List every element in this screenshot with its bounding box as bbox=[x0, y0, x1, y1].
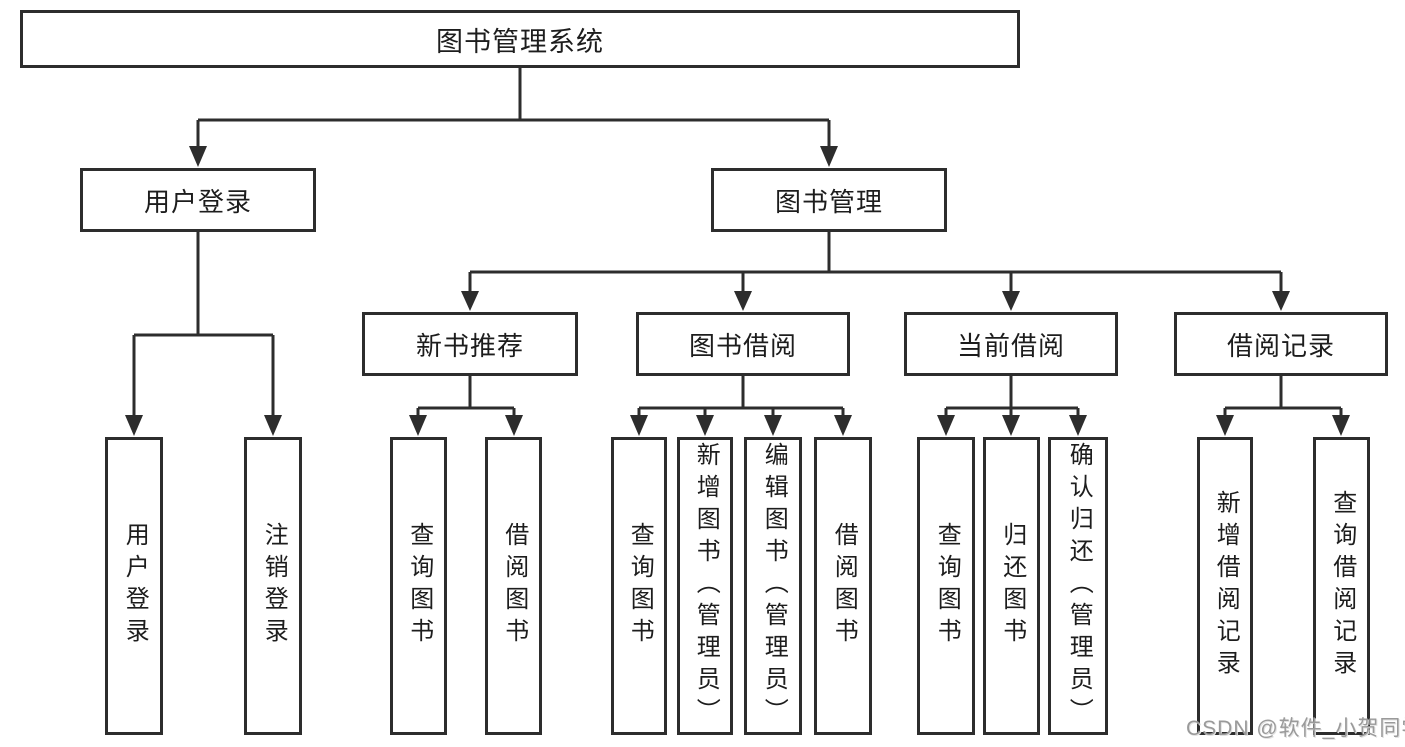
node-book-management-label: 图书管理 bbox=[774, 186, 883, 217]
leaf-borrow-books-borrowing-label: 借阅图书 bbox=[830, 522, 858, 650]
node-new-book-recommend-label: 新书推荐 bbox=[415, 330, 524, 361]
leaf-user-login: 用户登录 bbox=[105, 437, 163, 735]
node-book-borrowing: 图书借阅 bbox=[636, 312, 850, 376]
connector-borrowing-records-to-leaves bbox=[1216, 376, 1350, 436]
leaf-add-book-admin-label: 新增图书（管理员） bbox=[692, 442, 720, 730]
leaf-query-books-current-label: 查询图书 bbox=[933, 522, 961, 650]
connector-user-login-to-leaves bbox=[125, 232, 282, 436]
leaf-borrow-books-recommend: 借阅图书 bbox=[485, 437, 542, 735]
leaf-add-borrow-record-label: 新增借阅记录 bbox=[1212, 490, 1240, 682]
connector-root-to-level2 bbox=[189, 68, 838, 167]
leaf-user-login-label: 用户登录 bbox=[121, 522, 149, 650]
leaf-edit-book-admin-label: 编辑图书（管理员） bbox=[760, 442, 788, 730]
node-book-borrowing-label: 图书借阅 bbox=[688, 330, 797, 361]
leaf-logout-label: 注销登录 bbox=[260, 522, 288, 650]
connector-current-borrowing-to-leaves bbox=[937, 376, 1087, 436]
node-user-login: 用户登录 bbox=[80, 168, 316, 232]
leaf-return-book: 归还图书 bbox=[983, 437, 1040, 735]
leaf-add-borrow-record: 新增借阅记录 bbox=[1197, 437, 1253, 735]
connector-new-book-recommend-to-leaves bbox=[409, 376, 523, 436]
leaf-borrow-books-recommend-label: 借阅图书 bbox=[500, 522, 528, 650]
node-root: 图书管理系统 bbox=[20, 10, 1020, 68]
leaf-query-books-borrowing: 查询图书 bbox=[611, 437, 667, 735]
node-new-book-recommend: 新书推荐 bbox=[362, 312, 578, 376]
leaf-confirm-return-admin-label: 确认归还（管理员） bbox=[1065, 442, 1093, 730]
leaf-confirm-return-admin: 确认归还（管理员） bbox=[1048, 437, 1108, 735]
leaf-logout: 注销登录 bbox=[244, 437, 302, 735]
node-root-label: 图书管理系统 bbox=[436, 26, 604, 57]
leaf-return-book-label: 归还图书 bbox=[998, 522, 1026, 650]
node-borrowing-records-label: 借阅记录 bbox=[1226, 330, 1335, 361]
leaf-query-borrow-record: 查询借阅记录 bbox=[1313, 437, 1370, 735]
leaf-query-books-current: 查询图书 bbox=[917, 437, 975, 735]
node-current-borrowing-label: 当前借阅 bbox=[956, 330, 1065, 361]
leaf-query-books-recommend: 查询图书 bbox=[390, 437, 447, 735]
leaf-query-books-recommend-label: 查询图书 bbox=[405, 522, 433, 650]
leaf-query-borrow-record-label: 查询借阅记录 bbox=[1328, 490, 1356, 682]
node-borrowing-records: 借阅记录 bbox=[1174, 312, 1388, 376]
node-book-management: 图书管理 bbox=[711, 168, 947, 232]
leaf-query-books-borrowing-label: 查询图书 bbox=[626, 522, 654, 650]
leaf-add-book-admin: 新增图书（管理员） bbox=[677, 437, 733, 735]
node-current-borrowing: 当前借阅 bbox=[904, 312, 1118, 376]
node-user-login-label: 用户登录 bbox=[143, 186, 252, 217]
leaf-edit-book-admin: 编辑图书（管理员） bbox=[744, 437, 802, 735]
connector-book-management-to-level3 bbox=[461, 232, 1290, 311]
connector-book-borrowing-to-leaves bbox=[630, 376, 852, 436]
watermark: CSDN @软件_小贺同学 bbox=[1186, 717, 1405, 740]
leaf-borrow-books-borrowing: 借阅图书 bbox=[814, 437, 872, 735]
